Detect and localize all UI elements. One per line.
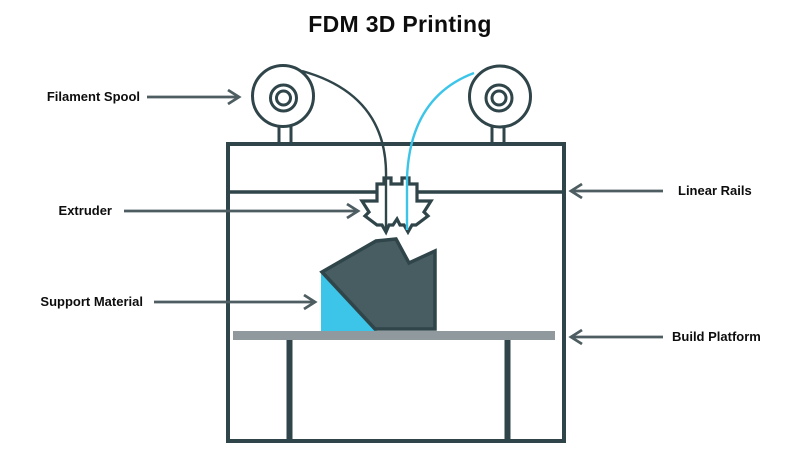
right-spool-hub — [490, 89, 508, 107]
extruder-icon — [359, 176, 434, 236]
build-platform-arrow — [568, 328, 663, 346]
arrow-left-icon — [568, 182, 583, 200]
arrow-left-icon — [568, 328, 583, 346]
build-platform-bar — [233, 331, 555, 340]
platform-leg-right — [504, 340, 511, 441]
filament-spool-arrow — [147, 88, 242, 106]
support-material-arrow — [154, 293, 318, 311]
linear-rails-arrow — [568, 182, 663, 200]
printed-object-shape — [319, 237, 437, 331]
left-spool-hub — [275, 89, 292, 107]
printer-frame — [226, 142, 566, 443]
arrow-right-icon — [346, 202, 361, 220]
filament-spool-right-icon — [468, 64, 532, 129]
platform-leg-left — [286, 340, 293, 441]
arrow-right-icon — [303, 293, 318, 311]
extruder-arrow — [124, 202, 361, 220]
label-linear-rails: Linear Rails — [678, 183, 752, 198]
right-spool-stand — [490, 124, 506, 146]
label-support-material: Support Material — [40, 294, 143, 309]
label-extruder: Extruder — [58, 203, 112, 218]
filament-spool-left-icon — [251, 64, 315, 128]
label-filament-spool: Filament Spool — [46, 89, 140, 104]
filament-path-cyan — [405, 71, 475, 230]
diagram-title: FDM 3D Printing — [308, 11, 492, 37]
arrow-right-icon — [227, 88, 242, 106]
filament-path-dark — [301, 69, 388, 230]
left-spool-stand — [277, 124, 293, 146]
label-build-platform: Build Platform — [672, 329, 761, 344]
